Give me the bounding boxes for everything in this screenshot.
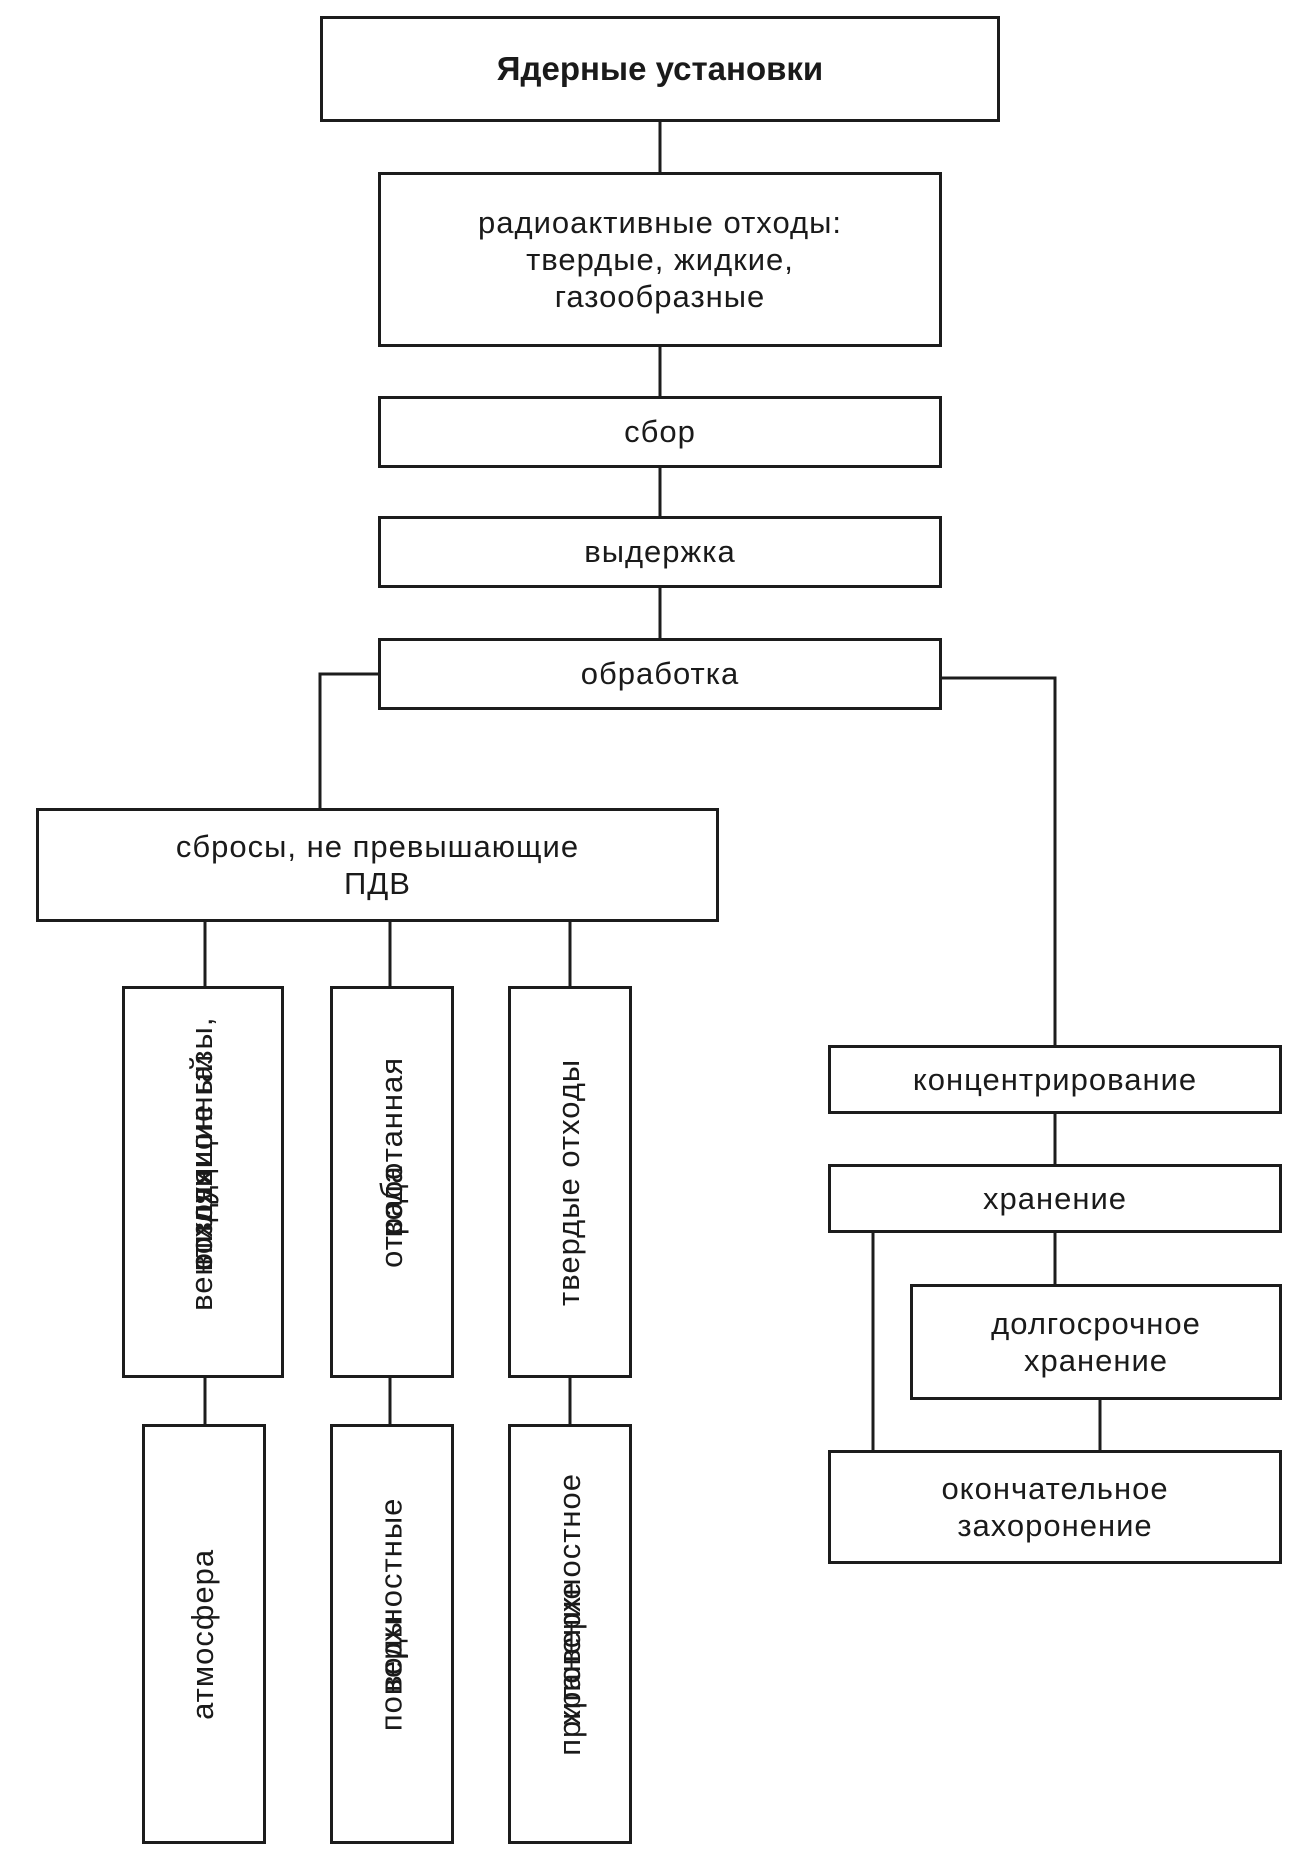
waste-line-2: твердые, жидкие, bbox=[526, 241, 794, 277]
holding-node: выдержка bbox=[378, 516, 942, 588]
waste-line-1: радиоактивные отходы: bbox=[478, 204, 842, 240]
atmosphere-label: атмосфера bbox=[185, 1548, 221, 1720]
solid-waste-label: твердые отходы bbox=[551, 1058, 587, 1306]
solid-waste-node: твердые отходы bbox=[508, 986, 632, 1378]
final-disposal-line-2: захоронение bbox=[957, 1508, 1153, 1543]
discharges-line-1: сбросы, не превышающие bbox=[175, 828, 580, 864]
final-disposal-line-1: окончательное bbox=[941, 1470, 1169, 1506]
near-surface-line-2: хранение bbox=[551, 1581, 587, 1726]
surface-waters-line-2: воды bbox=[373, 1614, 409, 1692]
processing-node: обработка bbox=[378, 638, 942, 710]
root-node: Ядерные установки bbox=[320, 16, 1000, 122]
long-term-line-2: хранение bbox=[1023, 1343, 1169, 1378]
holding-label: выдержка bbox=[584, 534, 736, 570]
final-disposal-node: окончательное захоронение bbox=[828, 1450, 1282, 1564]
waste-node: радиоактивные отходы: твердые, жидкие, г… bbox=[378, 172, 942, 347]
processing-label: обработка bbox=[580, 656, 740, 692]
atmosphere-node: атмосфера bbox=[142, 1424, 266, 1844]
wastewater-line-2: вода bbox=[373, 1165, 409, 1238]
concentration-label: концентрирование bbox=[912, 1061, 1198, 1097]
concentration-node: концентрирование bbox=[828, 1045, 1282, 1114]
collection-node: сбор bbox=[378, 396, 942, 468]
root-label: Ядерные установки bbox=[496, 50, 824, 88]
long-term-storage-node: долгосрочное хранение bbox=[910, 1284, 1282, 1400]
gases-line-3: воздух bbox=[184, 1169, 220, 1272]
storage-label: хранение bbox=[982, 1180, 1128, 1216]
long-term-line-1: долгосрочное bbox=[991, 1305, 1201, 1341]
discharges-line-2: ПДВ bbox=[344, 866, 411, 901]
collection-label: сбор bbox=[624, 414, 696, 450]
storage-node: хранение bbox=[828, 1164, 1282, 1233]
discharges-node: сбросы, не превышающие ПДВ bbox=[36, 808, 719, 922]
waste-line-3: газообразные bbox=[554, 279, 766, 315]
